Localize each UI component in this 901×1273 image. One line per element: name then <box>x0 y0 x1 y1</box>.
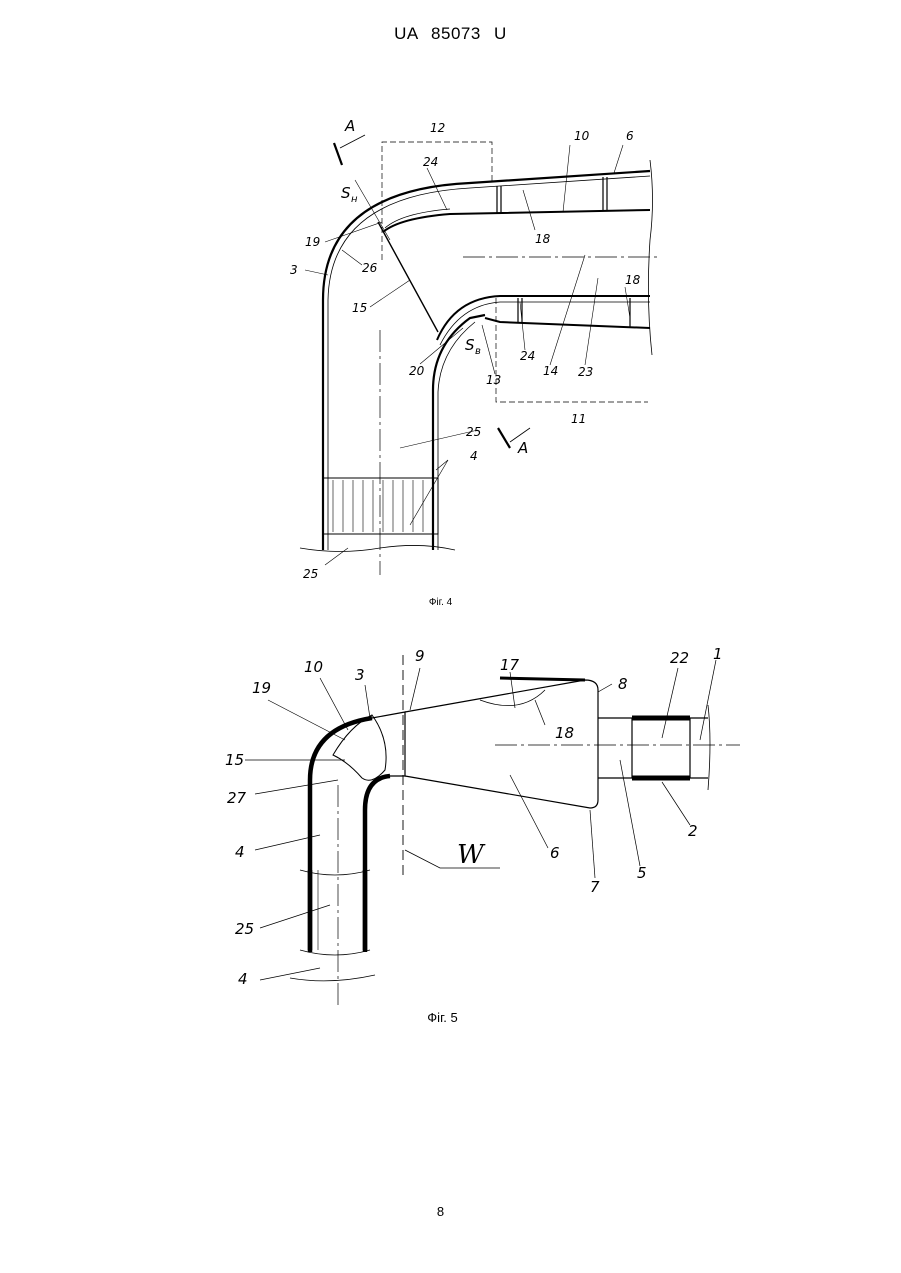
fig4-label-3: 3 <box>290 263 298 277</box>
fig5-label-6: 6 <box>550 844 560 862</box>
fig4-label-A-bottom: A <box>517 439 528 457</box>
figure-4-labels: A 12 10 6 24 S н 19 3 26 18 18 15 S в 20… <box>290 117 641 581</box>
fig4-label-23: 23 <box>578 365 593 379</box>
figure-5-drawing <box>245 655 740 1005</box>
fig5-label-4-lower: 4 <box>238 970 248 988</box>
fig5-label-9: 9 <box>415 647 425 665</box>
fig4-label-18-lower: 18 <box>625 273 641 287</box>
fig4-label-24-top: 24 <box>423 155 438 169</box>
fig5-label-15: 15 <box>225 751 244 769</box>
fig4-label-26: 26 <box>362 261 378 275</box>
fig5-label-1: 1 <box>713 645 723 663</box>
fig4-label-Sv: S <box>465 336 475 354</box>
figure-4-caption: Фіг. 4 <box>0 597 891 608</box>
fig4-label-4: 4 <box>470 449 478 463</box>
fig5-label-3: 3 <box>355 666 365 684</box>
fig4-label-15: 15 <box>352 301 367 315</box>
fig5-label-19: 19 <box>252 679 271 697</box>
fig5-label-2: 2 <box>688 822 698 840</box>
fig4-label-Sn: S <box>341 184 351 202</box>
fig5-label-4-upper: 4 <box>235 843 245 861</box>
fig4-label-Sv-sub: в <box>475 346 481 357</box>
fig5-label-18: 18 <box>555 724 574 742</box>
fig4-label-25-bottom: 25 <box>303 567 318 581</box>
figure-5-caption: Фіг. 5 <box>0 1010 893 1025</box>
fig5-label-27: 27 <box>227 789 247 807</box>
fig4-label-10: 10 <box>574 129 590 143</box>
fig4-label-Sn-sub: н <box>351 194 358 205</box>
fig5-label-25: 25 <box>235 920 254 938</box>
fig4-label-A-top: A <box>344 117 355 135</box>
fig5-label-8: 8 <box>618 675 628 693</box>
fig4-label-13: 13 <box>486 373 501 387</box>
fig5-label-17: 17 <box>500 656 520 674</box>
fig5-label-5: 5 <box>637 864 647 882</box>
fig4-label-12: 12 <box>430 121 445 135</box>
fig4-label-20: 20 <box>409 364 425 378</box>
fig4-label-24-bottom: 24 <box>520 349 535 363</box>
fig5-label-22: 22 <box>670 649 689 667</box>
figure-5-labels: 10 3 9 17 22 1 8 19 18 15 27 2 4 W 6 5 7… <box>225 645 723 988</box>
fig4-label-25-mid: 25 <box>466 425 481 439</box>
page-number: 8 <box>0 1204 891 1219</box>
fig4-label-19: 19 <box>305 235 320 249</box>
fig4-label-6: 6 <box>626 129 634 143</box>
fig4-label-14: 14 <box>543 364 558 378</box>
fig4-label-11: 11 <box>571 412 586 426</box>
fig5-label-10: 10 <box>304 658 323 676</box>
fig4-label-18-upper: 18 <box>535 232 551 246</box>
fig5-label-7: 7 <box>590 878 600 896</box>
fig5-label-W: W <box>457 840 486 870</box>
